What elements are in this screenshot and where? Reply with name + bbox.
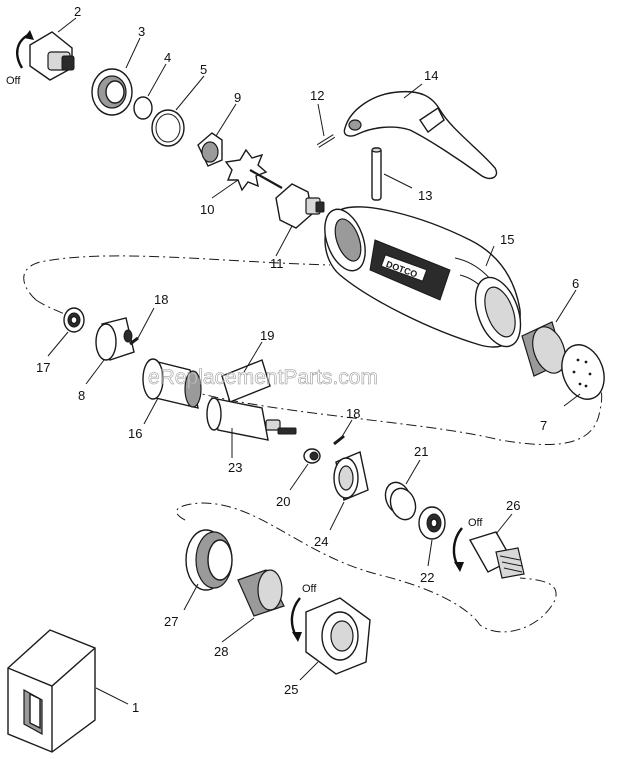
callout-27: 27 xyxy=(164,614,178,629)
part-27-ring xyxy=(185,529,233,591)
callout-16: 16 xyxy=(128,426,142,441)
callout-18-lower: 18 xyxy=(346,406,360,421)
part-28-sleeve xyxy=(237,569,285,617)
part-8-endplate xyxy=(95,317,135,361)
callout-11: 11 xyxy=(270,256,284,271)
part-17-bearing xyxy=(63,307,85,333)
callout-9: 9 xyxy=(234,90,241,105)
off-arrow-bottom xyxy=(290,597,302,642)
part-9-valve xyxy=(197,132,223,167)
callout-26: 26 xyxy=(506,498,520,513)
callout-22: 22 xyxy=(420,570,434,585)
watermark: eReplacementParts.com xyxy=(148,366,378,389)
callout-5: 5 xyxy=(200,62,207,77)
part-24-endplate xyxy=(333,451,369,501)
off-label-bottom: Off xyxy=(302,583,317,595)
part-1-wrench xyxy=(7,629,96,753)
leader-lines xyxy=(47,17,581,705)
callout-numbers: 2 3 4 5 9 10 11 12 13 14 15 6 7 18 17 8 … xyxy=(36,4,579,715)
callout-3: 3 xyxy=(138,24,145,39)
callout-7: 7 xyxy=(540,418,547,433)
callout-4: 4 xyxy=(164,50,171,65)
callout-10: 10 xyxy=(200,202,214,217)
part-10-spring xyxy=(224,148,283,192)
part-11-fitting xyxy=(275,183,325,229)
callout-28: 28 xyxy=(214,644,228,659)
part-25-nut xyxy=(305,597,371,675)
callout-8: 8 xyxy=(78,388,85,403)
callout-2: 2 xyxy=(74,4,81,19)
callout-15: 15 xyxy=(500,232,514,247)
callout-24: 24 xyxy=(314,534,328,549)
part-13-pin xyxy=(371,147,382,201)
part-15-housing: DOTCO xyxy=(324,206,522,348)
part-4-oring xyxy=(133,96,153,120)
part-16-cylinder xyxy=(142,358,202,409)
part-19-vane xyxy=(221,359,271,403)
part-21-orings xyxy=(384,481,417,521)
part-2-fitting xyxy=(29,31,75,81)
part-18-pin-upper xyxy=(129,336,139,346)
part-22-bearing xyxy=(418,506,446,540)
callout-17: 17 xyxy=(36,360,50,375)
part-7-disc xyxy=(561,344,605,400)
assembly-path-upper xyxy=(23,255,331,301)
callout-25: 25 xyxy=(284,682,298,697)
callout-20: 20 xyxy=(276,494,290,509)
callout-23: 23 xyxy=(228,460,242,475)
part-20-bearing xyxy=(303,448,321,464)
off-label-top: Off xyxy=(6,75,21,87)
callout-18-upper: 18 xyxy=(154,292,168,307)
callout-19: 19 xyxy=(260,328,274,343)
off-arrow-top xyxy=(16,30,34,69)
part-18-pin-lower xyxy=(333,434,345,446)
off-arrow-right xyxy=(452,527,464,572)
callout-13: 13 xyxy=(418,188,432,203)
assembly-path-middle xyxy=(35,299,603,445)
off-label-right: Off xyxy=(468,517,483,529)
callout-1: 1 xyxy=(132,700,139,715)
callout-12: 12 xyxy=(310,88,324,103)
callout-14: 14 xyxy=(424,68,438,83)
part-26-collet xyxy=(468,531,525,579)
callout-21: 21 xyxy=(414,444,428,459)
part-14-lever xyxy=(343,90,498,180)
part-3-ring xyxy=(91,68,133,116)
part-23-rotor xyxy=(206,397,297,441)
callout-6: 6 xyxy=(572,276,579,291)
